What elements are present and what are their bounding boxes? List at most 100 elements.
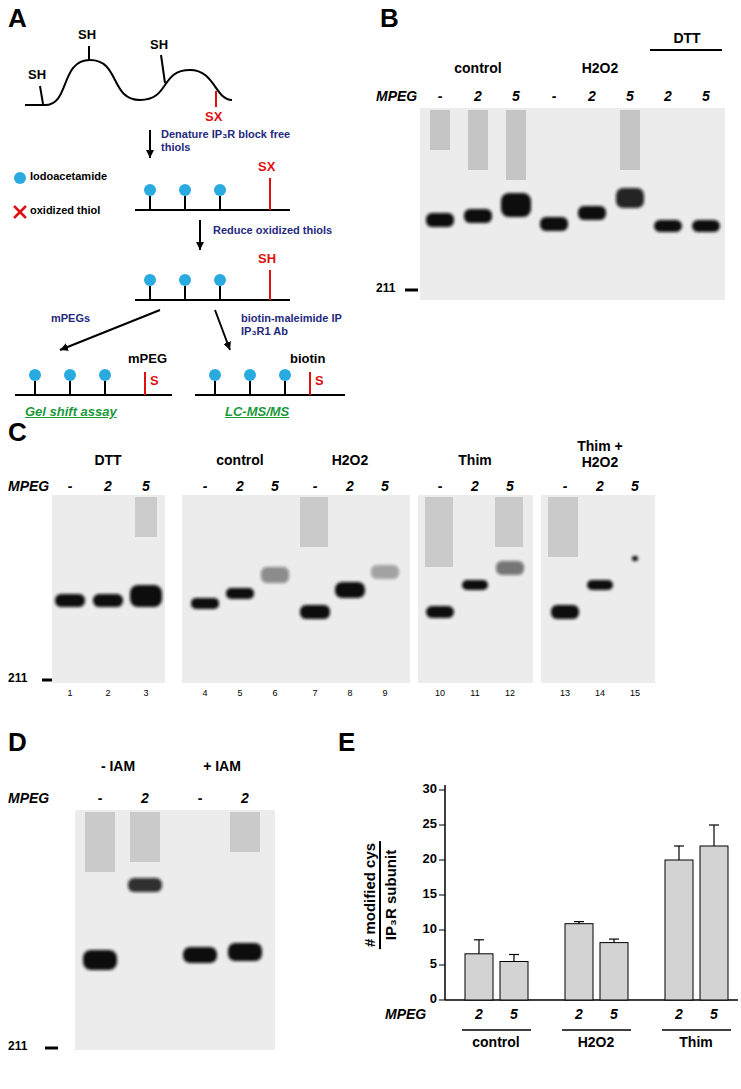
line-shape xyxy=(574,921,584,922)
circle-shape xyxy=(179,184,191,196)
line-shape xyxy=(609,938,619,939)
group-label: H2O2 xyxy=(582,60,619,76)
rect-shape xyxy=(578,206,606,220)
line-shape xyxy=(650,49,722,51)
protein-illustration xyxy=(25,46,232,107)
circle-shape xyxy=(144,274,156,286)
group-label: H2O2 xyxy=(332,452,369,468)
rect-shape xyxy=(600,943,628,1000)
line-shape xyxy=(439,895,445,896)
line-shape xyxy=(161,55,165,83)
axis-tick: 15 xyxy=(423,887,437,902)
rect-shape xyxy=(75,810,275,1050)
axis-tick: 0 xyxy=(430,992,437,1007)
panel-letter: C xyxy=(8,418,27,448)
circle-shape xyxy=(214,274,226,286)
panel-letter: B xyxy=(380,4,399,34)
rect-shape xyxy=(425,497,453,567)
rect-shape xyxy=(230,812,260,852)
lane-number: 1 xyxy=(67,688,72,698)
line-shape xyxy=(219,286,221,300)
group-label: Thim xyxy=(679,1034,712,1050)
rect-shape xyxy=(93,594,123,607)
lane-number: 11 xyxy=(470,688,479,698)
mpeg-protein xyxy=(15,369,172,395)
lane-number: 6 xyxy=(272,688,277,698)
rect-shape xyxy=(410,495,418,683)
line-shape xyxy=(474,939,484,940)
line-shape xyxy=(662,1029,731,1031)
axis-title: # modified cysIP₃R subunit xyxy=(361,841,399,949)
axis-tick: 10 xyxy=(423,922,437,937)
lane-label: - xyxy=(203,478,208,494)
rect-shape xyxy=(191,598,219,609)
line-shape xyxy=(269,270,271,300)
panel-letter: A xyxy=(8,4,27,34)
rect-shape xyxy=(620,110,640,170)
line-shape xyxy=(439,790,445,791)
line-shape xyxy=(478,940,479,954)
line-shape xyxy=(42,679,52,682)
rect-shape xyxy=(632,556,638,561)
line-shape xyxy=(34,381,36,395)
lane-number: 7 xyxy=(312,688,317,698)
line-shape xyxy=(14,206,26,218)
lane-label: 5 xyxy=(271,478,279,494)
lane-label: 2 xyxy=(141,790,149,806)
lane-label: 2 xyxy=(588,88,596,104)
lane-label: - xyxy=(68,478,73,494)
rect-shape xyxy=(506,110,526,180)
rect-shape xyxy=(420,108,725,300)
step-label: Denature IP₃R block free thiols xyxy=(160,128,302,153)
line-shape xyxy=(284,381,286,395)
lane-label: 2 xyxy=(346,478,354,494)
axis-tick: 25 xyxy=(423,817,437,832)
circle-shape xyxy=(144,184,156,196)
bar-chart-e xyxy=(439,785,738,1030)
lane-number: 14 xyxy=(595,688,605,698)
axis-title-numerator: # modified cys xyxy=(361,841,381,949)
scheme-stage: SHSHSHSX xyxy=(20,5,235,130)
rect-shape xyxy=(83,950,117,970)
g-shape xyxy=(426,188,720,232)
lane-label: 2 xyxy=(664,88,672,104)
line-shape xyxy=(14,206,26,218)
line-shape xyxy=(444,785,446,1000)
lane-label: 5 xyxy=(381,478,389,494)
lane-number: 8 xyxy=(347,688,352,698)
gel-d xyxy=(45,810,275,1050)
lane-label: 5 xyxy=(142,478,150,494)
thiol-label: S xyxy=(315,374,324,389)
rect-shape xyxy=(551,605,579,619)
rect-shape xyxy=(464,209,492,223)
lane-label: 5 xyxy=(710,1006,718,1022)
line-shape xyxy=(405,289,418,292)
g-shape xyxy=(55,556,638,619)
lane-number: 12 xyxy=(505,688,515,698)
rect-shape xyxy=(183,947,217,963)
group-label: control xyxy=(472,1034,519,1050)
method-label: Gel shift assay xyxy=(25,405,117,420)
path-shape xyxy=(25,60,232,105)
rect-shape xyxy=(654,220,682,232)
rect-shape xyxy=(495,497,523,547)
rect-shape xyxy=(548,497,578,557)
lane-label: - xyxy=(438,478,443,494)
thiol-label: SX xyxy=(258,160,275,175)
g-shape xyxy=(85,812,260,872)
lane-label: 5 xyxy=(506,478,514,494)
axis-label: MPEG xyxy=(376,88,417,104)
rect-shape xyxy=(300,605,330,619)
line-shape xyxy=(439,1000,445,1001)
line-shape xyxy=(709,824,719,825)
axis-label: MPEG xyxy=(8,790,49,806)
line-shape xyxy=(195,394,345,396)
thiol-label: S xyxy=(150,374,159,389)
scheme-stage: SX xyxy=(130,158,300,220)
lane-label: 2 xyxy=(675,1006,683,1022)
line-shape xyxy=(513,955,514,962)
lane-label: - xyxy=(98,790,103,806)
lane-label: 5 xyxy=(631,478,639,494)
circle-shape xyxy=(244,369,256,381)
lane-label: 2 xyxy=(241,790,249,806)
